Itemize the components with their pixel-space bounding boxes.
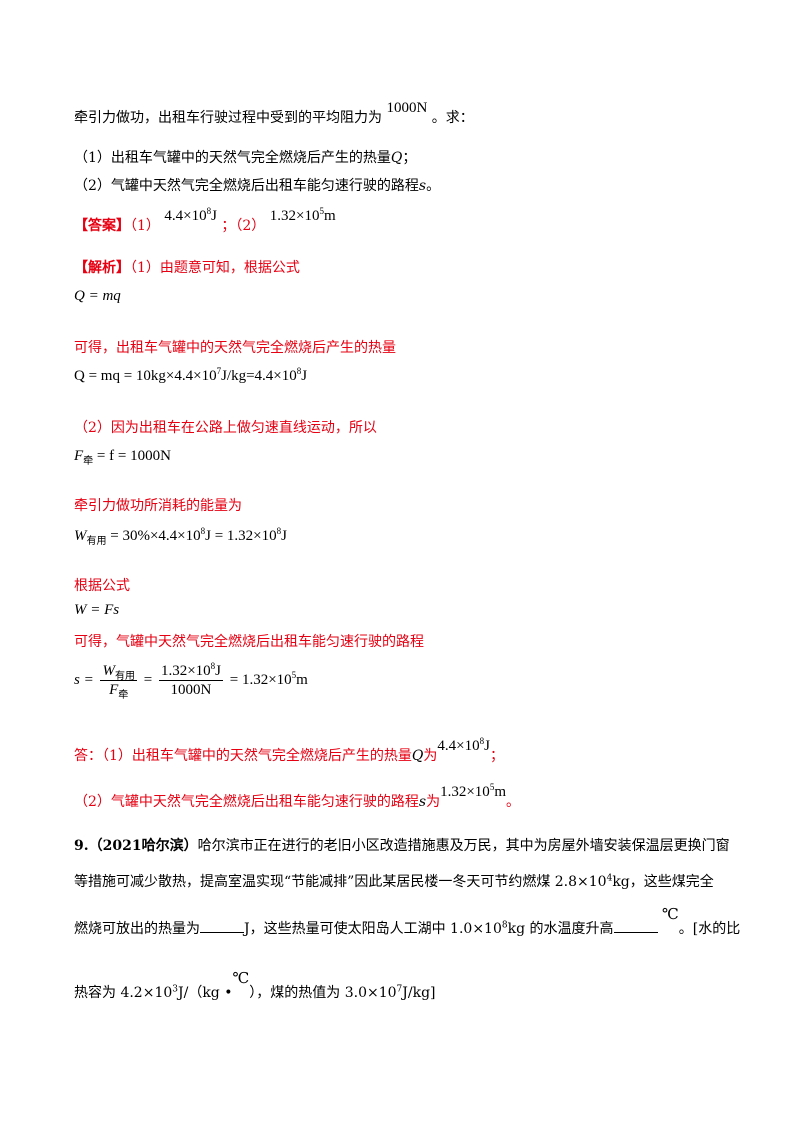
answer-line: 【答案】（1） 4.4×108J ；（2） 1.32×105m — [74, 207, 336, 236]
conclusion-1: 答：（1）出租车气罐中的天然气完全燃烧后产生的热量Q为4.4×108J； — [74, 736, 504, 765]
analysis-step-1-text: （1）由题意可知，根据公式 — [130, 260, 300, 276]
formula-distance: s = W有用 F牵 = 1.32×108J 1000N = 1.32×105m — [74, 661, 308, 702]
analysis-step-3: （2）因为出租车在公路上做匀速直线运动，所以 — [74, 418, 377, 438]
formula-heat-text: Q = mq — [74, 288, 121, 304]
problem-source: （2021哈尔滨） — [88, 838, 198, 854]
analysis-label: 【解析】 — [74, 260, 130, 276]
conclusion-1-value: 4.4×108J — [437, 736, 490, 755]
analysis-step-5-text: 根据公式 — [74, 578, 130, 594]
formula-work: W有用 = 30%×4.4×108J = 1.32×108J — [74, 526, 287, 547]
intro-tail: 。求： — [431, 110, 474, 126]
answer-separator: ；（2） — [221, 218, 266, 234]
problem-9-line-2: 等措施可减少散热，提高室温实现“节能减排”因此某居民楼一冬天可节约燃煤 2.8×… — [74, 873, 714, 890]
problem-9-line-4: 热容为 4.2×103J/（kg •℃），煤的热值为 3.0×107J/kg] — [74, 969, 436, 1001]
problem-number: 9. — [74, 838, 89, 854]
question-2-text: （2）气罐中天然气完全燃烧后出租车能匀速行驶的路程 — [74, 178, 419, 194]
answer-value-1: 4.4×108J — [164, 206, 217, 225]
conclusion-2-text: （2）气罐中天然气完全燃烧后出租车能匀速行驶的路程 — [74, 794, 419, 810]
answer-part-1: （1） — [130, 218, 160, 234]
analysis-step-4: 牵引力做功所消耗的能量为 — [74, 496, 242, 516]
formula-work-def: W = Fs — [74, 602, 120, 618]
conclusion-2-value: 1.32×105m — [440, 782, 506, 801]
fraction-work-over-force: W有用 F牵 — [100, 663, 137, 702]
intro-force: 1000N — [386, 100, 428, 116]
question-2-var: s — [418, 178, 427, 194]
answer-label: 【答案】 — [74, 218, 130, 234]
formula-heat: Q = mq — [74, 286, 121, 306]
question-1-text: （1）出租车气罐中的天然气完全燃烧后产生的热量 — [74, 150, 391, 166]
analysis-step-6: 可得，气罐中天然气完全燃烧后出租车能匀速行驶的路程 — [74, 632, 424, 652]
analysis-step-6-text: 可得，气罐中天然气完全燃烧后出租车能匀速行驶的路程 — [74, 634, 424, 650]
problem-9-line-1: 9.（2021哈尔滨）哈尔滨市正在进行的老旧小区改造措施惠及万民，其中为房屋外墙… — [74, 838, 730, 854]
question-1-tail: ； — [402, 150, 417, 166]
analysis-step-2-text: 可得，出租车气罐中的天然气完全燃烧后产生的热量 — [74, 340, 396, 356]
question-2-tail: 。 — [426, 178, 441, 194]
question-2: （2）气罐中天然气完全燃烧后出租车能匀速行驶的路程s。 — [74, 176, 440, 196]
question-1: （1）出租车气罐中的天然气完全燃烧后产生的热量Q； — [74, 148, 416, 168]
answer-blank-temperature[interactable] — [613, 918, 658, 933]
intro-line: 牵引力做功，出租车行驶过程中受到的平均阻力为 1000N 。求： — [74, 100, 474, 128]
analysis-step-1: 【解析】（1）由题意可知，根据公式 — [74, 258, 300, 278]
question-1-var: Q — [390, 150, 403, 166]
formula-heat-calc: Q = mq = 10kg×4.4×107J/kg=4.4×108J — [74, 366, 308, 385]
formula-force: F牵 = f = 1000N — [74, 448, 171, 467]
degree-celsius-symbol-2: ℃ — [232, 969, 250, 987]
answer-value-2: 1.32×105m — [269, 206, 336, 225]
fraction-values: 1.32×108J 1000N — [158, 661, 223, 699]
degree-celsius-symbol: ℃ — [661, 905, 679, 923]
intro-text: 牵引力做功，出租车行驶过程中受到的平均阻力为 — [74, 110, 382, 126]
answer-blank-heat[interactable] — [200, 918, 244, 933]
analysis-step-3-text: （2）因为出租车在公路上做匀速直线运动，所以 — [74, 420, 377, 436]
analysis-step-2: 可得，出租车气罐中的天然气完全燃烧后产生的热量 — [74, 338, 396, 358]
analysis-step-4-text: 牵引力做功所消耗的能量为 — [74, 498, 242, 514]
conclusion-1-text: 答：（1）出租车气罐中的天然气完全燃烧后产生的热量 — [74, 748, 412, 764]
conclusion-2: （2）气罐中天然气完全燃烧后出租车能匀速行驶的路程s为1.32×105m。 — [74, 782, 520, 811]
analysis-step-5: 根据公式 — [74, 576, 130, 596]
